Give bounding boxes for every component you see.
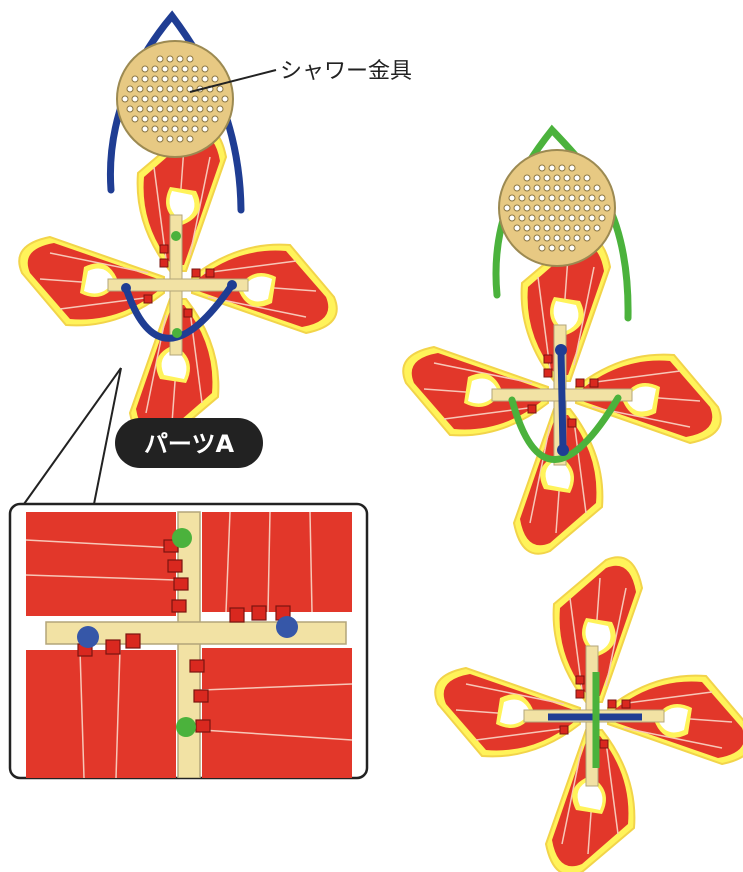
zoom-green-bead-top [172, 528, 192, 548]
zoom-blue-bead-right [276, 616, 298, 638]
blue-vertical-wire [557, 346, 567, 454]
green-hanger-wire [492, 124, 632, 322]
blue-bead-mid-top [555, 344, 567, 356]
zoom-blue-bead-left [77, 626, 99, 648]
zoom-pointer [23, 367, 122, 505]
zoom-detail-box [8, 502, 369, 780]
fitting-label: シャワー金具 [280, 59, 412, 84]
green-loop-wire [508, 394, 622, 463]
part-a-label: パーツA [144, 430, 235, 458]
part-a-badge: パーツA [115, 418, 263, 468]
bottom-right-assembly [435, 557, 743, 872]
blue-bead-left [121, 283, 131, 293]
blue-bead-mid-bottom [557, 444, 569, 456]
callout-leader-line [189, 69, 277, 93]
shower-fitting-right [498, 149, 616, 267]
blue-bead-right [227, 280, 237, 290]
top-left-assembly [19, 10, 337, 444]
flower-top-left [19, 126, 337, 444]
blue-loop-wire [122, 281, 236, 342]
fitting-callout: シャワー金具 [189, 59, 412, 93]
shower-fitting-top-left [116, 40, 234, 158]
blue-hanger-wire [106, 10, 245, 214]
green-bead-bottom [172, 328, 182, 338]
zoom-green-bead-bottom [176, 717, 196, 737]
right-middle-assembly [403, 124, 721, 554]
green-bead-top [171, 231, 181, 241]
